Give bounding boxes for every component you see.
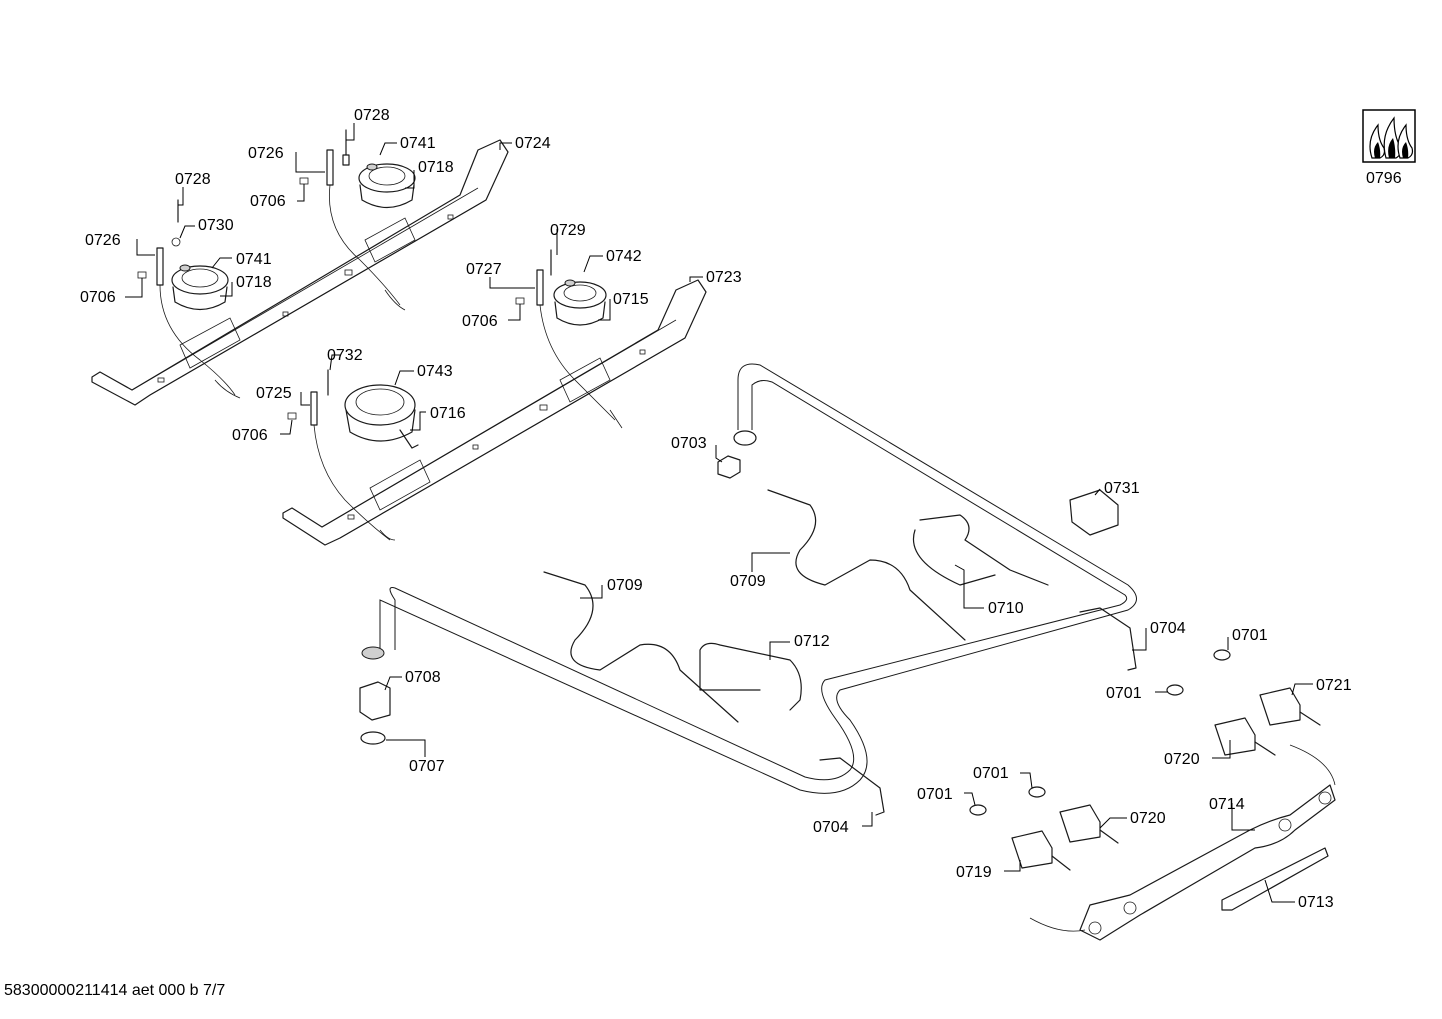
burner-cup-upper-right	[358, 163, 416, 209]
part-label: 0710	[988, 600, 1024, 617]
part-label: 0718	[236, 274, 272, 291]
tap-rail	[1029, 744, 1336, 941]
part-label: 0742	[606, 248, 642, 265]
part-label: 0706	[462, 313, 498, 330]
part-label: 0712	[794, 633, 830, 650]
fittings	[359, 455, 1231, 816]
flame-symbol-icon	[1362, 109, 1416, 163]
part-label: 0726	[248, 145, 284, 162]
part-label: 0724	[515, 135, 551, 152]
burner-cup-upper-left	[171, 264, 229, 311]
part-label: 0706	[80, 289, 116, 306]
part-label: 0720	[1130, 810, 1166, 827]
part-label: 0701	[1106, 685, 1142, 702]
part-label: 0713	[1298, 894, 1334, 911]
part-label: 0709	[730, 573, 766, 590]
burner-rail-upper	[91, 139, 509, 406]
part-label: 0720	[1164, 751, 1200, 768]
part-label: 0732	[327, 347, 363, 364]
burner-wok	[344, 384, 419, 449]
ignition-parts	[137, 129, 616, 541]
part-label: 0716	[430, 405, 466, 422]
part-label: 0727	[466, 261, 502, 278]
document-id: 58300000211414 aet 000 b 7/7	[4, 982, 226, 999]
part-label: 0718	[418, 159, 454, 176]
part-label: 0701	[1232, 627, 1268, 644]
part-label: 0726	[85, 232, 121, 249]
part-label: 0709	[607, 577, 643, 594]
part-label: 0701	[917, 786, 953, 803]
part-label: 0706	[250, 193, 286, 210]
part-label: 0721	[1316, 677, 1352, 694]
part-label: 0723	[706, 269, 742, 286]
part-label: 0731	[1104, 480, 1140, 497]
part-label: 0715	[613, 291, 649, 308]
part-label: 0707	[409, 758, 445, 775]
part-label: 0704	[813, 819, 849, 836]
part-label: 0796	[1366, 170, 1402, 187]
part-label: 0741	[400, 135, 436, 152]
gas-manifold-pipe	[361, 363, 1137, 794]
part-label: 0728	[175, 171, 211, 188]
part-label: 0741	[236, 251, 272, 268]
burner-cup-middle-right	[553, 279, 607, 326]
part-labels: 0728 0741 0724 0726 0718 0706 0728 0730 …	[80, 107, 1402, 911]
part-label: 0730	[198, 217, 234, 234]
part-label: 0706	[232, 427, 268, 444]
gas-taps	[1011, 687, 1321, 871]
part-label: 0714	[1209, 796, 1245, 813]
part-label: 0729	[550, 222, 586, 239]
part-label: 0728	[354, 107, 390, 124]
part-label: 0719	[956, 864, 992, 881]
part-label: 0725	[256, 385, 292, 402]
burner-rail-lower	[282, 279, 707, 546]
part-label: 0703	[671, 435, 707, 452]
part-label: 0743	[417, 363, 453, 380]
gas-tubes	[543, 489, 1049, 723]
part-label: 0704	[1150, 620, 1186, 637]
leader-lines	[125, 123, 1313, 903]
part-label: 0708	[405, 669, 441, 686]
part-label: 0701	[973, 765, 1009, 782]
